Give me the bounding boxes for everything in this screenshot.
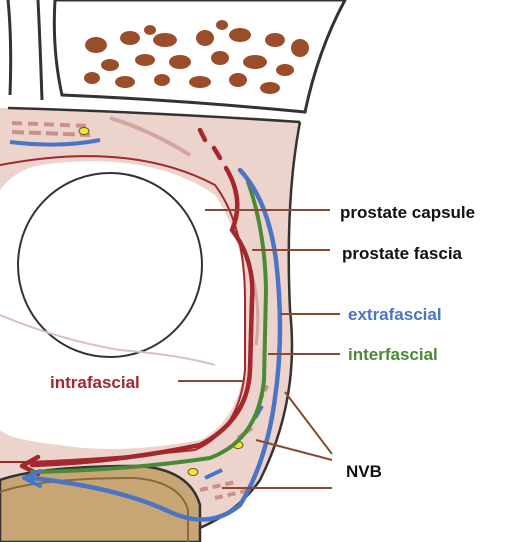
prostate-capsule-label: prostate capsule: [340, 203, 475, 222]
extrafascial-label: extrafascial: [348, 305, 442, 324]
left-wall-line-2: [38, 0, 42, 100]
left-wall-line: [8, 0, 11, 95]
prostate-fascia-label: prostate fascia: [342, 244, 463, 263]
nvb-label: NVB: [346, 462, 382, 481]
intrafascial-label: intrafascial: [50, 373, 140, 392]
leader-nvb-1: [285, 392, 332, 454]
urethra: [18, 173, 202, 357]
interfascial-label: interfascial: [348, 345, 438, 364]
